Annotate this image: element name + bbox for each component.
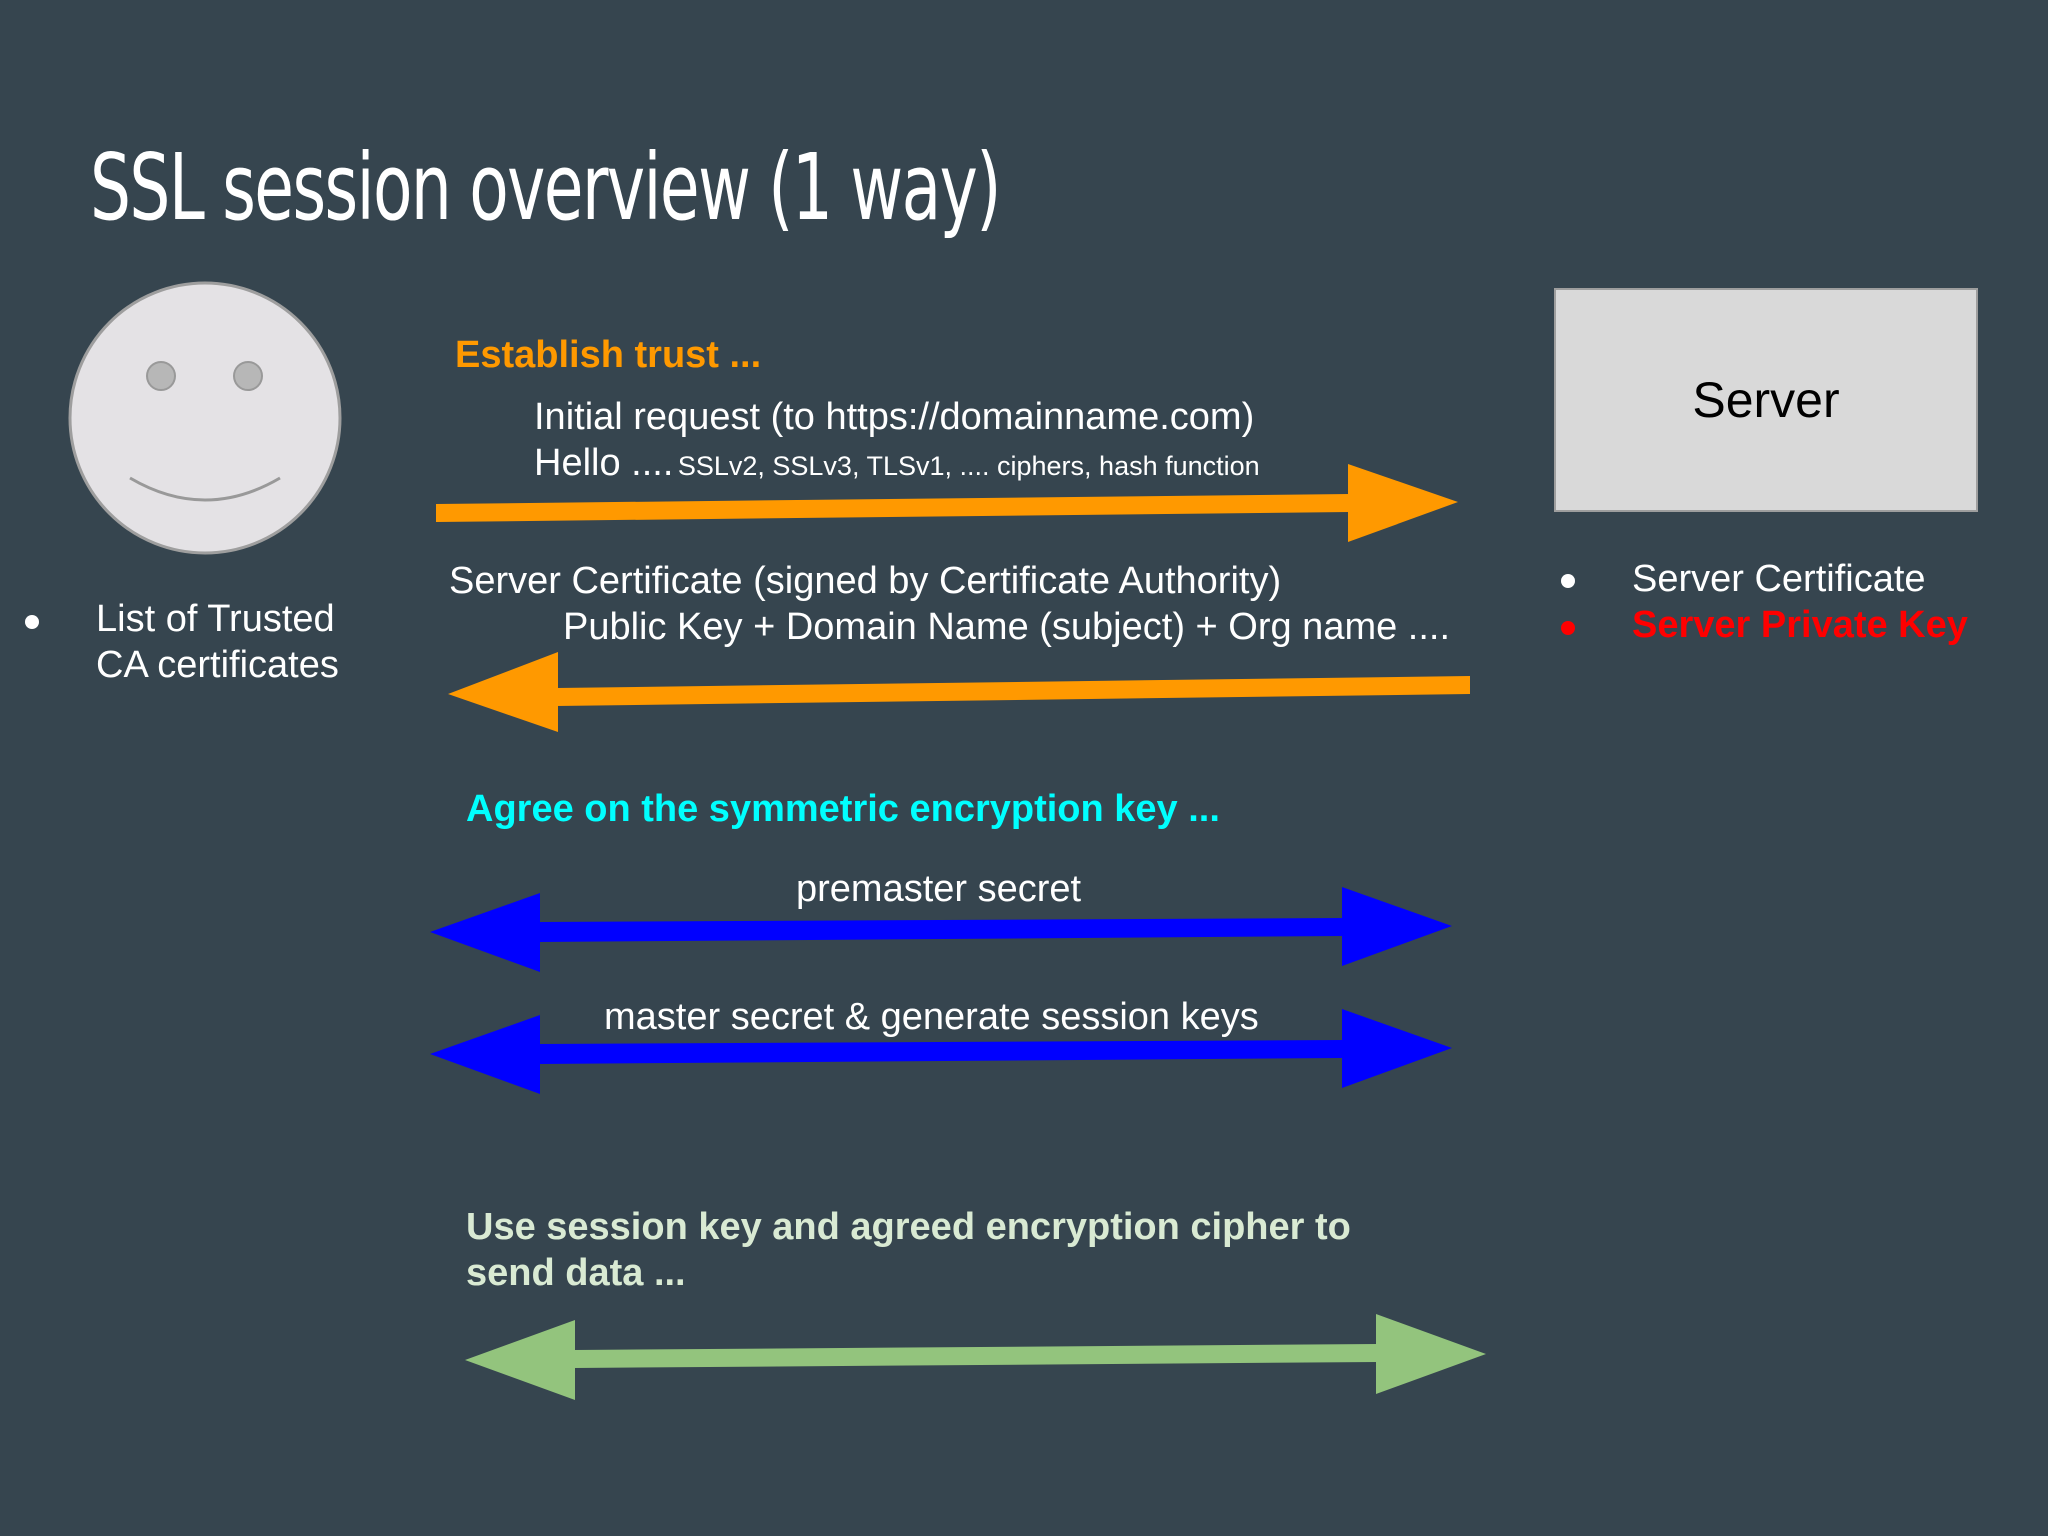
server-certificate-arrow (448, 652, 1470, 732)
establish-trust-heading: Establish trust ... (455, 334, 762, 376)
server-private-key-item: Server Private Key (1632, 604, 1968, 646)
bullet-icon (1561, 574, 1575, 588)
send-data-heading-line1: Use session key and agreed encryption ci… (466, 1206, 1351, 1248)
server-certificate-text: Server Certificate (signed by Certificat… (449, 560, 1282, 602)
send-data-heading-line2: send data ... (466, 1252, 686, 1294)
initial-request-text: Initial request (to https://domainname.c… (534, 396, 1255, 438)
certificate-contents-text: Public Key + Domain Name (subject) + Org… (563, 606, 1451, 648)
hello-line: Hello .... SSLv2, SSLv3, TLSv1, .... cip… (534, 442, 1260, 485)
premaster-secret-arrow (430, 887, 1452, 972)
server-box: Server (1554, 288, 1978, 512)
premaster-secret-label: premaster secret (796, 868, 1082, 910)
trusted-ca-label-line2: CA certificates (96, 644, 339, 686)
bullet-icon (25, 615, 39, 629)
hello-detail-text: SSLv2, SSLv3, TLSv1, .... ciphers, hash … (677, 451, 1260, 481)
data-transfer-arrow (465, 1314, 1486, 1400)
page-title: SSL session overview (1 way) (90, 134, 1001, 241)
smiley-face-icon (68, 281, 342, 555)
trusted-ca-label-line1: List of Trusted (96, 598, 335, 640)
client-hello-arrow (436, 464, 1458, 542)
master-secret-arrow (430, 1009, 1452, 1094)
server-certificate-item: Server Certificate (1632, 558, 1926, 600)
bullet-icon (1561, 621, 1575, 635)
symmetric-key-heading: Agree on the symmetric encryption key ..… (466, 788, 1220, 830)
master-secret-label: master secret & generate session keys (604, 996, 1259, 1038)
hello-text: Hello .... (534, 442, 674, 484)
server-label: Server (1692, 372, 1840, 428)
